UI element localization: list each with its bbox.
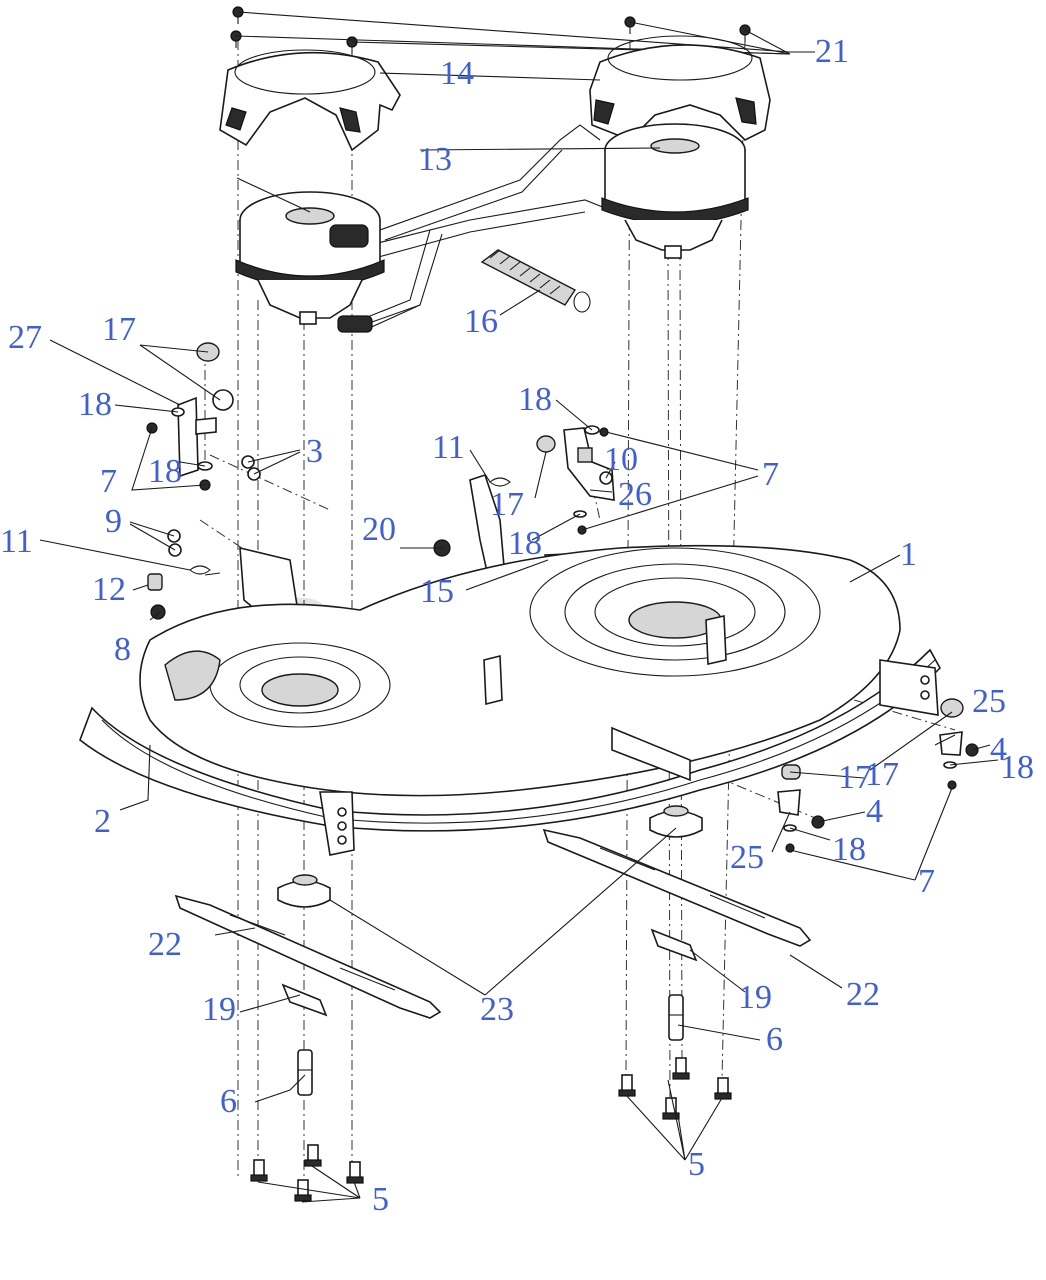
blade-left xyxy=(174,894,442,1019)
callout-18b: 18 xyxy=(148,453,182,490)
callout-13: 13 xyxy=(418,141,452,178)
screw-icon xyxy=(230,30,242,48)
bolt-icon xyxy=(346,1161,364,1184)
callout-5a: 5 xyxy=(688,1146,705,1183)
callout-7c: 7 xyxy=(918,863,935,900)
callout-17c: 17 xyxy=(865,756,899,793)
screw-icon xyxy=(739,24,751,42)
bottom-bolts-left xyxy=(250,1144,364,1202)
callout-25b: 25 xyxy=(730,839,764,876)
spindle-cover-right xyxy=(589,35,771,141)
callout-18c: 18 xyxy=(518,381,552,418)
wire-connector xyxy=(337,304,421,333)
spindle-housing-right xyxy=(601,123,749,259)
bolt-icon xyxy=(304,1144,322,1167)
callout-7b: 7 xyxy=(762,456,779,493)
callout-7a: 7 xyxy=(100,463,117,500)
blade-right xyxy=(542,828,812,947)
blade-bearing-left xyxy=(277,874,331,908)
bolt-icon xyxy=(662,1097,680,1120)
callout-14: 14 xyxy=(440,55,474,92)
spindle-shaft-left xyxy=(297,1049,313,1096)
bolt-icon xyxy=(714,1077,732,1100)
blade-adapter-left xyxy=(281,983,328,1017)
callout-12: 12 xyxy=(92,571,126,608)
callout-2: 2 xyxy=(94,803,111,840)
callout-23: 23 xyxy=(480,991,514,1028)
callout-9: 9 xyxy=(105,503,122,540)
blade-bearing-right xyxy=(649,805,703,838)
callout-1: 1 xyxy=(900,536,917,573)
spindle-shaft-right xyxy=(668,994,684,1041)
callout-25a: 25 xyxy=(972,683,1006,720)
screw-icon xyxy=(624,16,636,34)
mower-deck xyxy=(79,544,941,856)
callout-22b: 22 xyxy=(846,976,880,1013)
spindle-housing-left xyxy=(235,191,385,325)
callout-5b: 5 xyxy=(372,1181,389,1218)
bolt-icon xyxy=(947,780,957,790)
bolt-icon xyxy=(250,1159,268,1182)
callout-17a: 17 xyxy=(102,311,136,348)
callout-18d: 18 xyxy=(508,525,542,562)
callout-16: 16 xyxy=(464,303,498,340)
screw-icon xyxy=(232,6,244,24)
top-screws xyxy=(230,6,815,55)
callout-11a: 11 xyxy=(0,523,33,560)
callout-21: 21 xyxy=(815,33,849,70)
callout-8: 8 xyxy=(114,631,131,668)
spindle-cover-left xyxy=(219,49,401,152)
callout-18e: 18 xyxy=(1000,749,1034,786)
callout-19a: 19 xyxy=(202,991,236,1028)
callout-6b: 6 xyxy=(766,1021,783,1058)
callout-22a: 22 xyxy=(148,926,182,963)
callout-27: 27 xyxy=(8,319,42,356)
callout-20: 20 xyxy=(362,511,396,548)
bolt-icon xyxy=(294,1179,312,1202)
tension-spring xyxy=(480,249,591,313)
callout-18f: 18 xyxy=(832,831,866,868)
blade-adapter-right xyxy=(650,928,698,962)
callout-4b: 4 xyxy=(866,793,883,830)
callout-26: 26 xyxy=(618,476,652,513)
bolt-icon xyxy=(672,1057,690,1080)
cover-frame-tubes xyxy=(359,124,611,331)
callout-10: 10 xyxy=(604,441,638,478)
left-hardware xyxy=(146,342,299,621)
bolt-icon xyxy=(618,1074,636,1097)
callout-labels: 1 2 3 4 4 5 5 6 6 7 7 7 8 9 10 11 11 12 … xyxy=(0,33,1034,1218)
leader-lines xyxy=(39,72,999,1203)
connector-icon xyxy=(329,224,369,248)
callout-17b: 17 xyxy=(490,486,524,523)
callout-3: 3 xyxy=(306,433,323,470)
callout-4a: 4 xyxy=(990,731,1007,768)
callout-17d: 17 xyxy=(838,759,872,796)
callout-19b: 19 xyxy=(738,979,772,1016)
bottom-bolts-right xyxy=(618,1057,732,1120)
callout-18a: 18 xyxy=(78,386,112,423)
callout-6a: 6 xyxy=(220,1083,237,1120)
callout-15: 15 xyxy=(420,573,454,610)
callout-11b: 11 xyxy=(432,429,465,466)
